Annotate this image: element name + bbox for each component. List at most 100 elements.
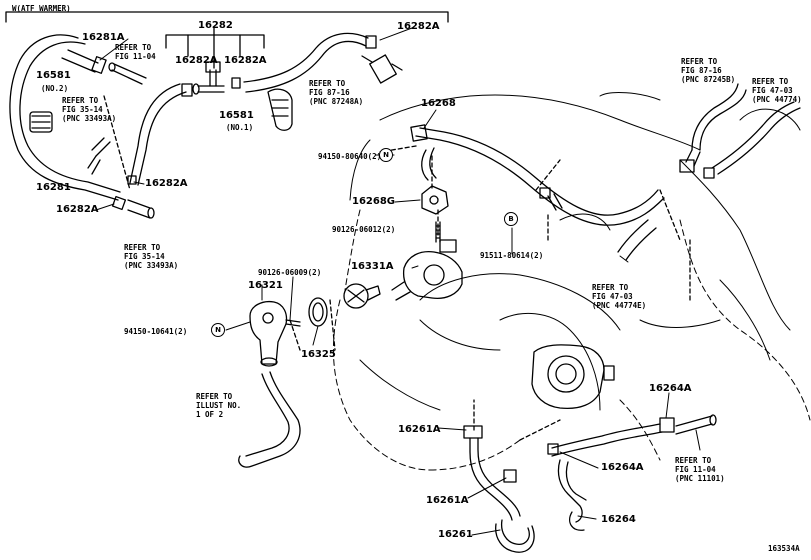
ref-line: FIG 11-04 xyxy=(115,52,156,61)
gasket-16268G xyxy=(421,185,449,215)
hw-90126-06009-label[interactable]: 90126-06009(2) xyxy=(258,268,322,277)
hose-right-upper xyxy=(679,83,801,179)
housing-16331A xyxy=(391,239,463,301)
ref-line: FIG 35-14 xyxy=(124,252,165,261)
engine-outline xyxy=(349,92,801,411)
part-16325-label[interactable]: 16325 xyxy=(301,349,336,360)
ref-line: REFER TO xyxy=(675,456,712,465)
engine-dashed-outline xyxy=(332,209,811,471)
ref-line: REFER TO xyxy=(115,43,152,52)
ref-line: FIG 87-16 xyxy=(309,88,350,97)
ref-line: (PNC 11101) xyxy=(675,474,725,483)
hw-94150-80640-label[interactable]: 94150-80640(2) xyxy=(318,152,382,161)
diagram-id: 163534A xyxy=(768,544,800,553)
ref-fig11-04-bottom[interactable]: REFER TO FIG 11-04 (PNC 11101) xyxy=(675,456,725,483)
ref-line: (PNC 44774E) xyxy=(592,301,647,310)
part-16268G-label[interactable]: 16268G xyxy=(352,196,395,207)
hw-90126-06012-label[interactable]: 90126-06012(2) xyxy=(332,225,396,234)
part-16282-bracket xyxy=(165,27,265,69)
hose-16282-center xyxy=(129,83,193,186)
throttle-body xyxy=(531,344,615,410)
part-16281-label[interactable]: 16281 xyxy=(36,182,71,193)
stud-90126-06012 xyxy=(435,221,441,243)
ref-fig47-03-right[interactable]: REFER TO FIG 47-03 (PNC 44774) xyxy=(752,77,802,104)
marker-n-bottom: N xyxy=(211,323,225,337)
ref-line: (PNC 33493A) xyxy=(124,261,179,270)
pipe-16268 xyxy=(410,124,665,226)
hose-16264 xyxy=(547,414,717,531)
water-inlet-16321 xyxy=(249,300,301,367)
ref-line: REFER TO xyxy=(681,57,718,66)
hw-94150-10641-label[interactable]: 94150-10641(2) xyxy=(124,327,188,336)
atf-warmer-bracket xyxy=(5,11,449,23)
ref-line: (PNC 44774) xyxy=(752,95,802,104)
ref-fig11-04-top[interactable]: REFER TO FIG 11-04 xyxy=(115,43,156,61)
part-16282A-label-topright[interactable]: 16282A xyxy=(397,21,440,32)
tube-fig35-top xyxy=(87,137,111,175)
ref-line: FIG 11-04 xyxy=(675,465,716,474)
part-16264A-label-2[interactable]: 16264A xyxy=(601,462,644,473)
part-16331A-label[interactable]: 16331A xyxy=(351,261,394,272)
clamp-16581-no1 xyxy=(267,88,293,131)
ref-fig35-14-top[interactable]: REFER TO FIG 35-14 (PNC 33493A) xyxy=(62,96,116,123)
connectors-16282A-left xyxy=(111,175,155,219)
ref-line: REFER TO xyxy=(62,96,99,105)
part-16282A-label-2[interactable]: 16282A xyxy=(224,55,267,66)
ref-line: (PNC 33493A) xyxy=(62,114,117,123)
ref-fig47-03-bottom[interactable]: REFER TO FIG 47-03 (PNC 44774E) xyxy=(592,283,646,310)
variant-label: W(ATF WARMER) xyxy=(12,4,71,13)
hw-91511-80614-label[interactable]: 91511-80614(2) xyxy=(480,251,544,260)
thermostat xyxy=(343,283,381,309)
marker-b: B xyxy=(504,212,518,226)
part-16282A-label-3[interactable]: 16282A xyxy=(145,178,188,189)
pipe-stub-fig11 xyxy=(108,62,147,85)
ref-line: 1 OF 2 xyxy=(196,410,224,419)
hose-fig47-03-bottom xyxy=(617,219,657,261)
ref-fig87-16-mid[interactable]: REFER TO FIG 87-16 (PNC 87248A) xyxy=(309,79,363,106)
no1-caption: (NO.1) xyxy=(226,123,254,132)
part-16281A-label[interactable]: 16281A xyxy=(82,32,125,43)
hose-16281 xyxy=(9,34,121,201)
ref-illust[interactable]: REFER TO ILLUST NO. 1 OF 2 xyxy=(196,392,241,419)
ref-line: ILLUST NO. xyxy=(196,401,242,410)
part-16261A-label-2[interactable]: 16261A xyxy=(426,495,469,506)
marker-n-top: N xyxy=(379,148,393,162)
bolt-91511 xyxy=(539,187,563,211)
clamp-16581-no2 xyxy=(29,111,53,133)
part-16261-label[interactable]: 16261 xyxy=(438,529,473,540)
ref-line: REFER TO xyxy=(124,243,161,252)
label-leaders xyxy=(95,27,701,536)
part-16264A-label-1[interactable]: 16264A xyxy=(649,383,692,394)
hose-16282-right xyxy=(243,32,377,93)
no2-caption: (NO.2) xyxy=(41,84,69,93)
part-16268-label[interactable]: 16268 xyxy=(421,98,456,109)
hose-16261 xyxy=(463,425,535,553)
part-16264-label[interactable]: 16264 xyxy=(601,514,636,525)
ref-line: FIG 47-03 xyxy=(592,292,633,301)
ref-fig35-14-bottom[interactable]: REFER TO FIG 35-14 (PNC 33493A) xyxy=(124,243,178,270)
ref-line: (PNC 87248A) xyxy=(309,97,364,106)
part-16581-no2-label[interactable]: 16581 xyxy=(36,70,71,81)
tee-pipe-16282 xyxy=(192,61,241,95)
ref-line: (PNC 87245B) xyxy=(681,75,736,84)
hose-lower-left xyxy=(238,371,301,468)
gasket-16325 xyxy=(308,297,328,327)
ref-line: FIG 47-03 xyxy=(752,86,793,95)
connector-fig87-mid xyxy=(361,54,403,84)
part-16321-label[interactable]: 16321 xyxy=(248,280,283,291)
part-16282A-label-4[interactable]: 16282A xyxy=(56,204,99,215)
ref-line: REFER TO xyxy=(592,283,629,292)
dashed-leaders xyxy=(103,95,691,441)
ref-line: REFER TO xyxy=(309,79,346,88)
part-16282-label[interactable]: 16282 xyxy=(198,20,233,31)
ref-line: REFER TO xyxy=(752,77,789,86)
ref-line: REFER TO xyxy=(196,392,233,401)
part-16282A-label-1[interactable]: 16282A xyxy=(175,55,218,66)
ref-line: FIG 87-16 xyxy=(681,66,722,75)
part-16261A-label-1[interactable]: 16261A xyxy=(398,424,441,435)
ref-fig87-16-right[interactable]: REFER TO FIG 87-16 (PNC 87245B) xyxy=(681,57,735,84)
part-16581-no1-label[interactable]: 16581 xyxy=(219,110,254,121)
ref-line: FIG 35-14 xyxy=(62,105,103,114)
